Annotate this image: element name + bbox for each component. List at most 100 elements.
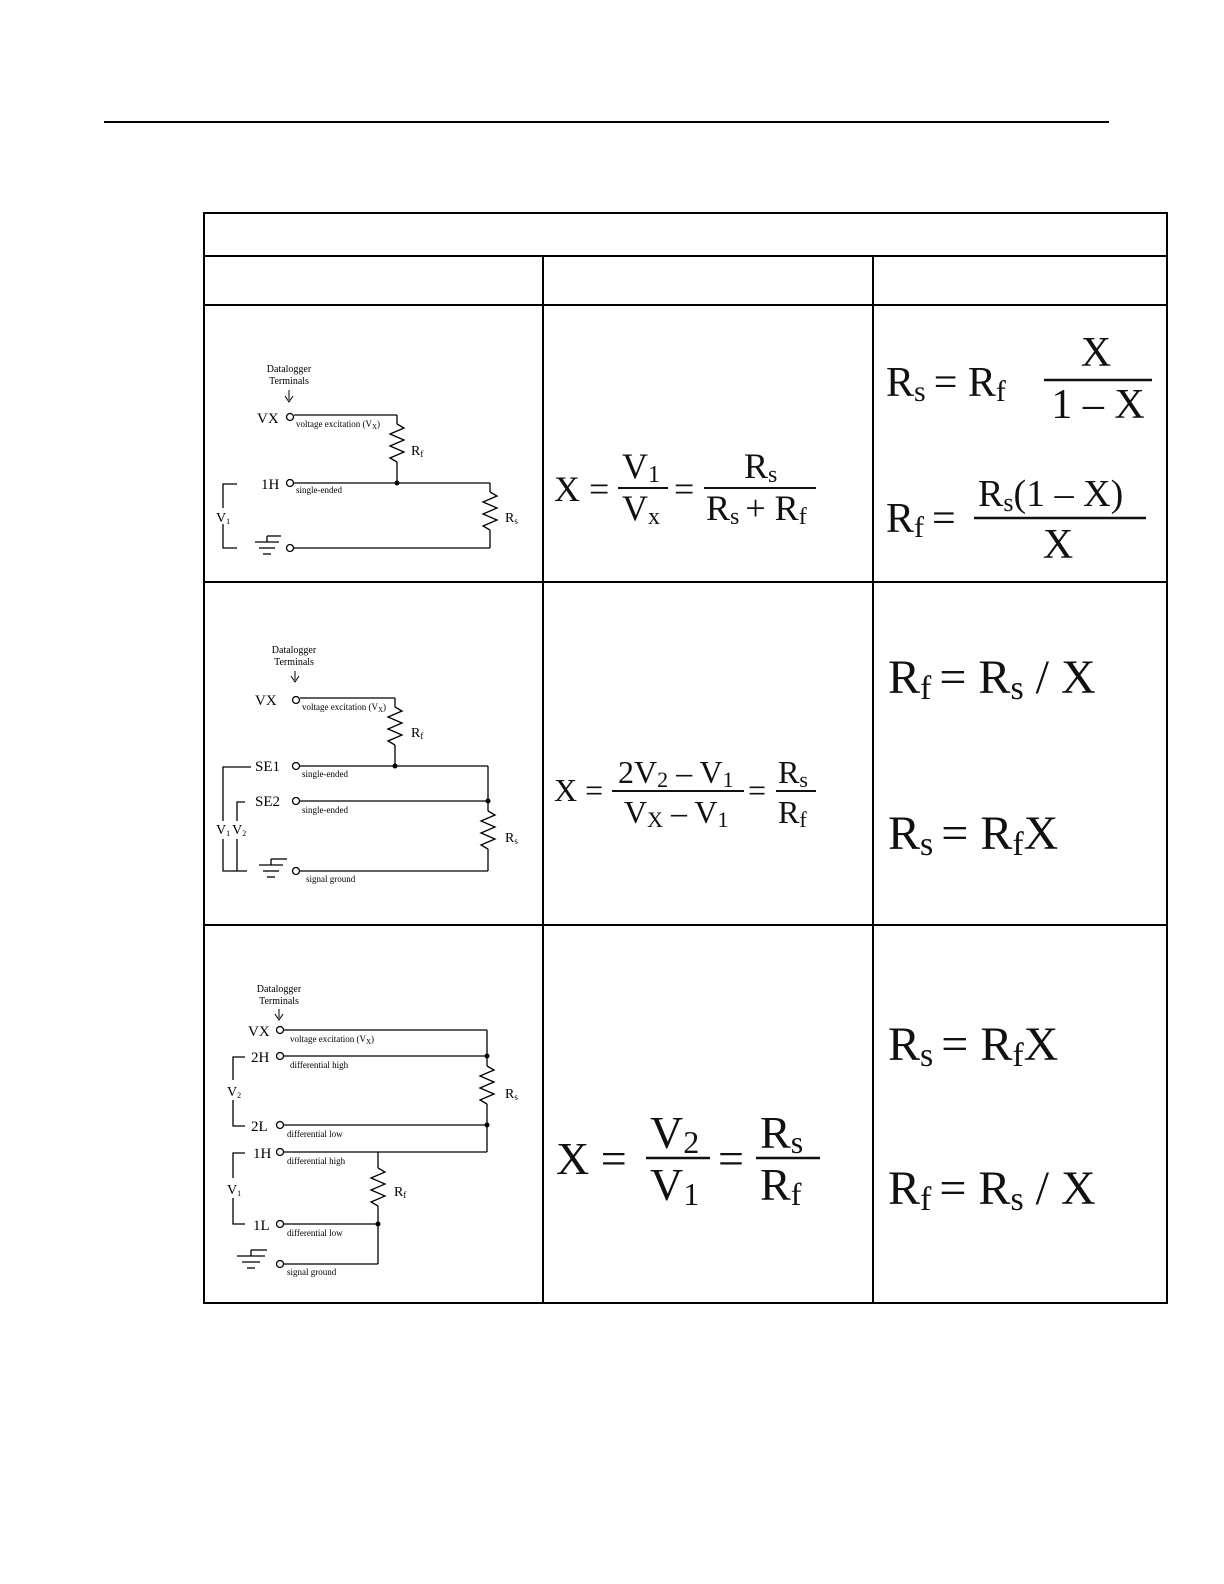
se2-label: single-ended <box>302 805 348 815</box>
calc-b-den: X <box>1043 522 1073 568</box>
terminals-label: Terminals <box>274 657 314 668</box>
differential-bridge-schematic: Datalogger Terminals VX voltage excitati… <box>225 984 518 1277</box>
terminal-vx: VX <box>255 693 277 709</box>
datalogger-label: Datalogger <box>272 645 317 656</box>
rs-label: R <box>505 511 515 526</box>
svg-text:Rs= RfX: Rs= RfX <box>888 1018 1058 1074</box>
v1-label-sub: 1 <box>237 1189 241 1198</box>
1h-label: single-ended <box>296 485 342 495</box>
v2-label-sub: 2 <box>237 1091 241 1100</box>
vx-label: voltage excitation (V <box>296 419 372 429</box>
vx-label-close: ) <box>371 1034 374 1044</box>
calc-a-tail: / X <box>1023 651 1095 704</box>
table-title-row <box>203 212 1168 257</box>
calc-a-num: X <box>1081 330 1111 376</box>
calc-a-rhs: = R <box>939 651 1010 704</box>
rs-label-sub: s <box>514 516 518 526</box>
ground-icon <box>259 858 287 878</box>
table-row: Datalogger Terminals V X voltage excitati… <box>202 304 1169 583</box>
terminals-label: Terminals <box>269 376 309 387</box>
eq-x: X = <box>554 772 603 808</box>
calc-b-rhs-sub: f <box>1012 826 1024 863</box>
svg-text:Rf: Rf <box>411 726 423 741</box>
half-bridge-dual-se-schematic: Datalogger Terminals VX voltage excitati… <box>215 645 518 884</box>
rs-label: R <box>505 831 515 846</box>
svg-text:V1: V1 <box>216 511 230 526</box>
rf-label-sub: f <box>420 731 423 741</box>
svg-text:V1: V1 <box>650 1159 699 1212</box>
terminal-1h-node <box>285 478 295 488</box>
vx-label: voltage excitation (V <box>290 1034 366 1044</box>
calculation-3: Rs= RfX Rf= Rs / X <box>888 1018 1096 1218</box>
calc-a-lhs-sub: f <box>920 670 932 707</box>
2h-label: differential high <box>290 1060 349 1070</box>
eq-equals: = <box>674 469 694 509</box>
svg-text:Rf= Rs / X: Rf= Rs / X <box>888 651 1096 707</box>
calc-b-rhs: = R <box>939 1162 1010 1215</box>
calc-b-lhs-sub: f <box>920 1181 932 1218</box>
svg-text:Rs= Rf: Rs= Rf <box>886 360 1006 408</box>
ground-label: signal ground <box>287 1267 337 1277</box>
calc-b-tail: / X <box>1023 1162 1095 1215</box>
half-bridge-schematic: Datalogger Terminals VX voltage excitati… <box>215 364 518 555</box>
calc-b-lhs-sub: s <box>920 826 933 863</box>
eq-x: X = <box>554 469 609 509</box>
v1-label: V <box>216 511 226 526</box>
table-row: Datalogger Terminals VX voltage excitati… <box>202 581 1169 926</box>
se1-label: single-ended <box>302 769 348 779</box>
ground-icon <box>255 535 281 555</box>
eq-num1: V <box>622 446 648 486</box>
calculation-cell: Rs= RfX Rf= Rs / X <box>871 924 1169 1304</box>
eq-den-sub2: 1 <box>718 807 729 832</box>
ground-node <box>275 1259 285 1269</box>
table-row: Datalogger Terminals VX voltage excitati… <box>202 924 1169 1304</box>
table-title <box>203 212 1168 257</box>
rs-label-sub: s <box>514 836 518 846</box>
v1-label: V <box>216 823 226 838</box>
calculation-cell: Rf= Rs / X Rs= RfX <box>871 581 1169 926</box>
vx-label: voltage excitation (V <box>302 702 378 712</box>
eq-den1: V <box>622 488 648 528</box>
resistive-bridge-table: Datalogger Terminals VX voltage excitati… <box>202 212 1169 1304</box>
terminal-2h-node <box>275 1051 285 1061</box>
eq-den2b-sub: f <box>799 504 807 530</box>
resistor-rs <box>479 810 497 850</box>
header-circuit <box>202 255 545 306</box>
svg-text:V2: V2 <box>650 1107 699 1160</box>
equation-cell: X = V1 Vx = Rs Rs+ Rf <box>542 304 874 583</box>
resistor-rf <box>388 423 406 463</box>
terminal-vx-node <box>275 1025 285 1035</box>
svg-text:VX – V1: VX – V1 <box>624 794 729 832</box>
datalogger-label: Datalogger <box>267 364 312 375</box>
equation-cell: X = 2V2 – V1 VX – V1 = Rs Rf <box>542 581 874 926</box>
v1-label: V <box>227 1183 237 1198</box>
header-rule <box>104 121 1109 123</box>
ground-node <box>291 866 301 876</box>
svg-text:Rs(1 – X): Rs(1 – X) <box>978 473 1123 517</box>
vx-label-sub: X <box>378 706 383 714</box>
calc-a-lhs: R <box>888 651 920 704</box>
terminals-arrow <box>290 675 300 683</box>
svg-text:Rf: Rf <box>760 1159 802 1212</box>
svg-text:Rf: Rf <box>394 1185 406 1200</box>
eq-den2: R <box>760 1159 791 1210</box>
rf-label-sub: f <box>420 449 423 459</box>
calc-a-den: 1 – X <box>1051 382 1144 428</box>
v1-label-sub: 1 <box>226 517 230 526</box>
svg-text:V1: V1 <box>622 446 660 488</box>
calculation-1: Rs= Rf X 1 – X Rf= Rs(1 – X) X <box>886 330 1152 568</box>
calc-a-lhs: R <box>888 1018 920 1071</box>
svg-text:Rs: Rs <box>744 446 777 488</box>
terminal-1l-node <box>275 1219 285 1229</box>
eq-num-sub2: 1 <box>723 767 734 792</box>
equation-3: X = V2 V1 = Rs Rf <box>556 1107 821 1212</box>
vx-label-sub: X <box>366 1038 371 1046</box>
table-header-row <box>202 255 1169 306</box>
eq-den: V <box>624 794 647 830</box>
eq-x: X = <box>556 1133 627 1184</box>
eq-num2: R <box>744 446 768 486</box>
svg-text:Rs: Rs <box>505 1087 518 1102</box>
svg-text:Rf=: Rf= <box>886 496 956 544</box>
circuit-cell: Datalogger Terminals VX voltage excitati… <box>202 304 545 583</box>
calc-a-rhs-sub: f <box>1012 1037 1024 1074</box>
